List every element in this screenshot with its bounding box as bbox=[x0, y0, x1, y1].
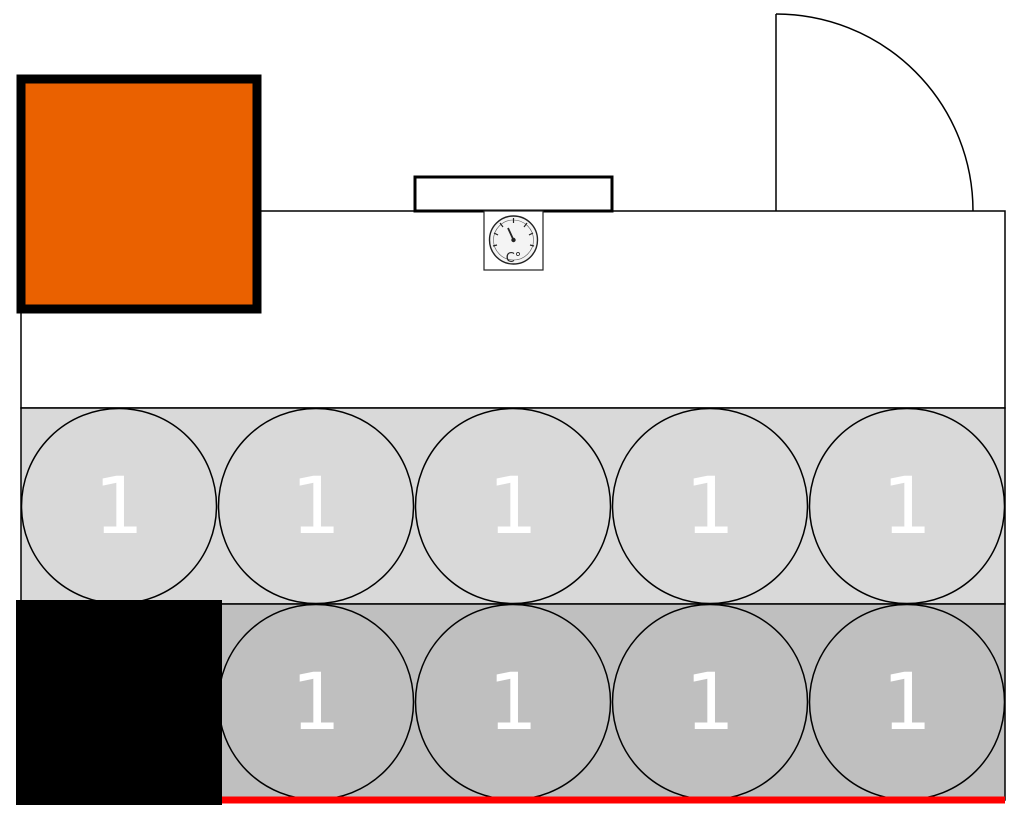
thermometer-unit-label: C° bbox=[506, 251, 522, 266]
orange-block bbox=[16, 74, 262, 314]
wall-shelf bbox=[413, 175, 614, 213]
top-row-circles: 1 1 1 1 1 bbox=[20, 407, 1006, 605]
top-row-circle-label: 1 bbox=[685, 462, 735, 552]
top-row-circle-label: 1 bbox=[291, 462, 341, 552]
top-row-circle-label: 1 bbox=[488, 462, 538, 552]
top-row-circle bbox=[611, 407, 809, 605]
top-row-band bbox=[20, 407, 1006, 605]
top-row-circle-label: 1 bbox=[94, 462, 144, 552]
bottom-row-circles: 1 1 1 1 bbox=[217, 603, 1006, 801]
bottom-row-circle-label: 1 bbox=[685, 658, 735, 748]
bottom-row-circle-label: 1 bbox=[488, 658, 538, 748]
door-swing-icon bbox=[775, 13, 974, 212]
bottom-row-circle-label: 1 bbox=[882, 658, 932, 748]
black-block bbox=[16, 600, 222, 805]
top-row-circle bbox=[808, 407, 1006, 605]
top-row-circle bbox=[217, 407, 415, 605]
top-row-circle-label: 1 bbox=[882, 462, 932, 552]
bottom-row-circle-label: 1 bbox=[291, 658, 341, 748]
thermometer-gauge-icon: C° bbox=[483, 210, 544, 271]
top-row-circle bbox=[414, 407, 612, 605]
